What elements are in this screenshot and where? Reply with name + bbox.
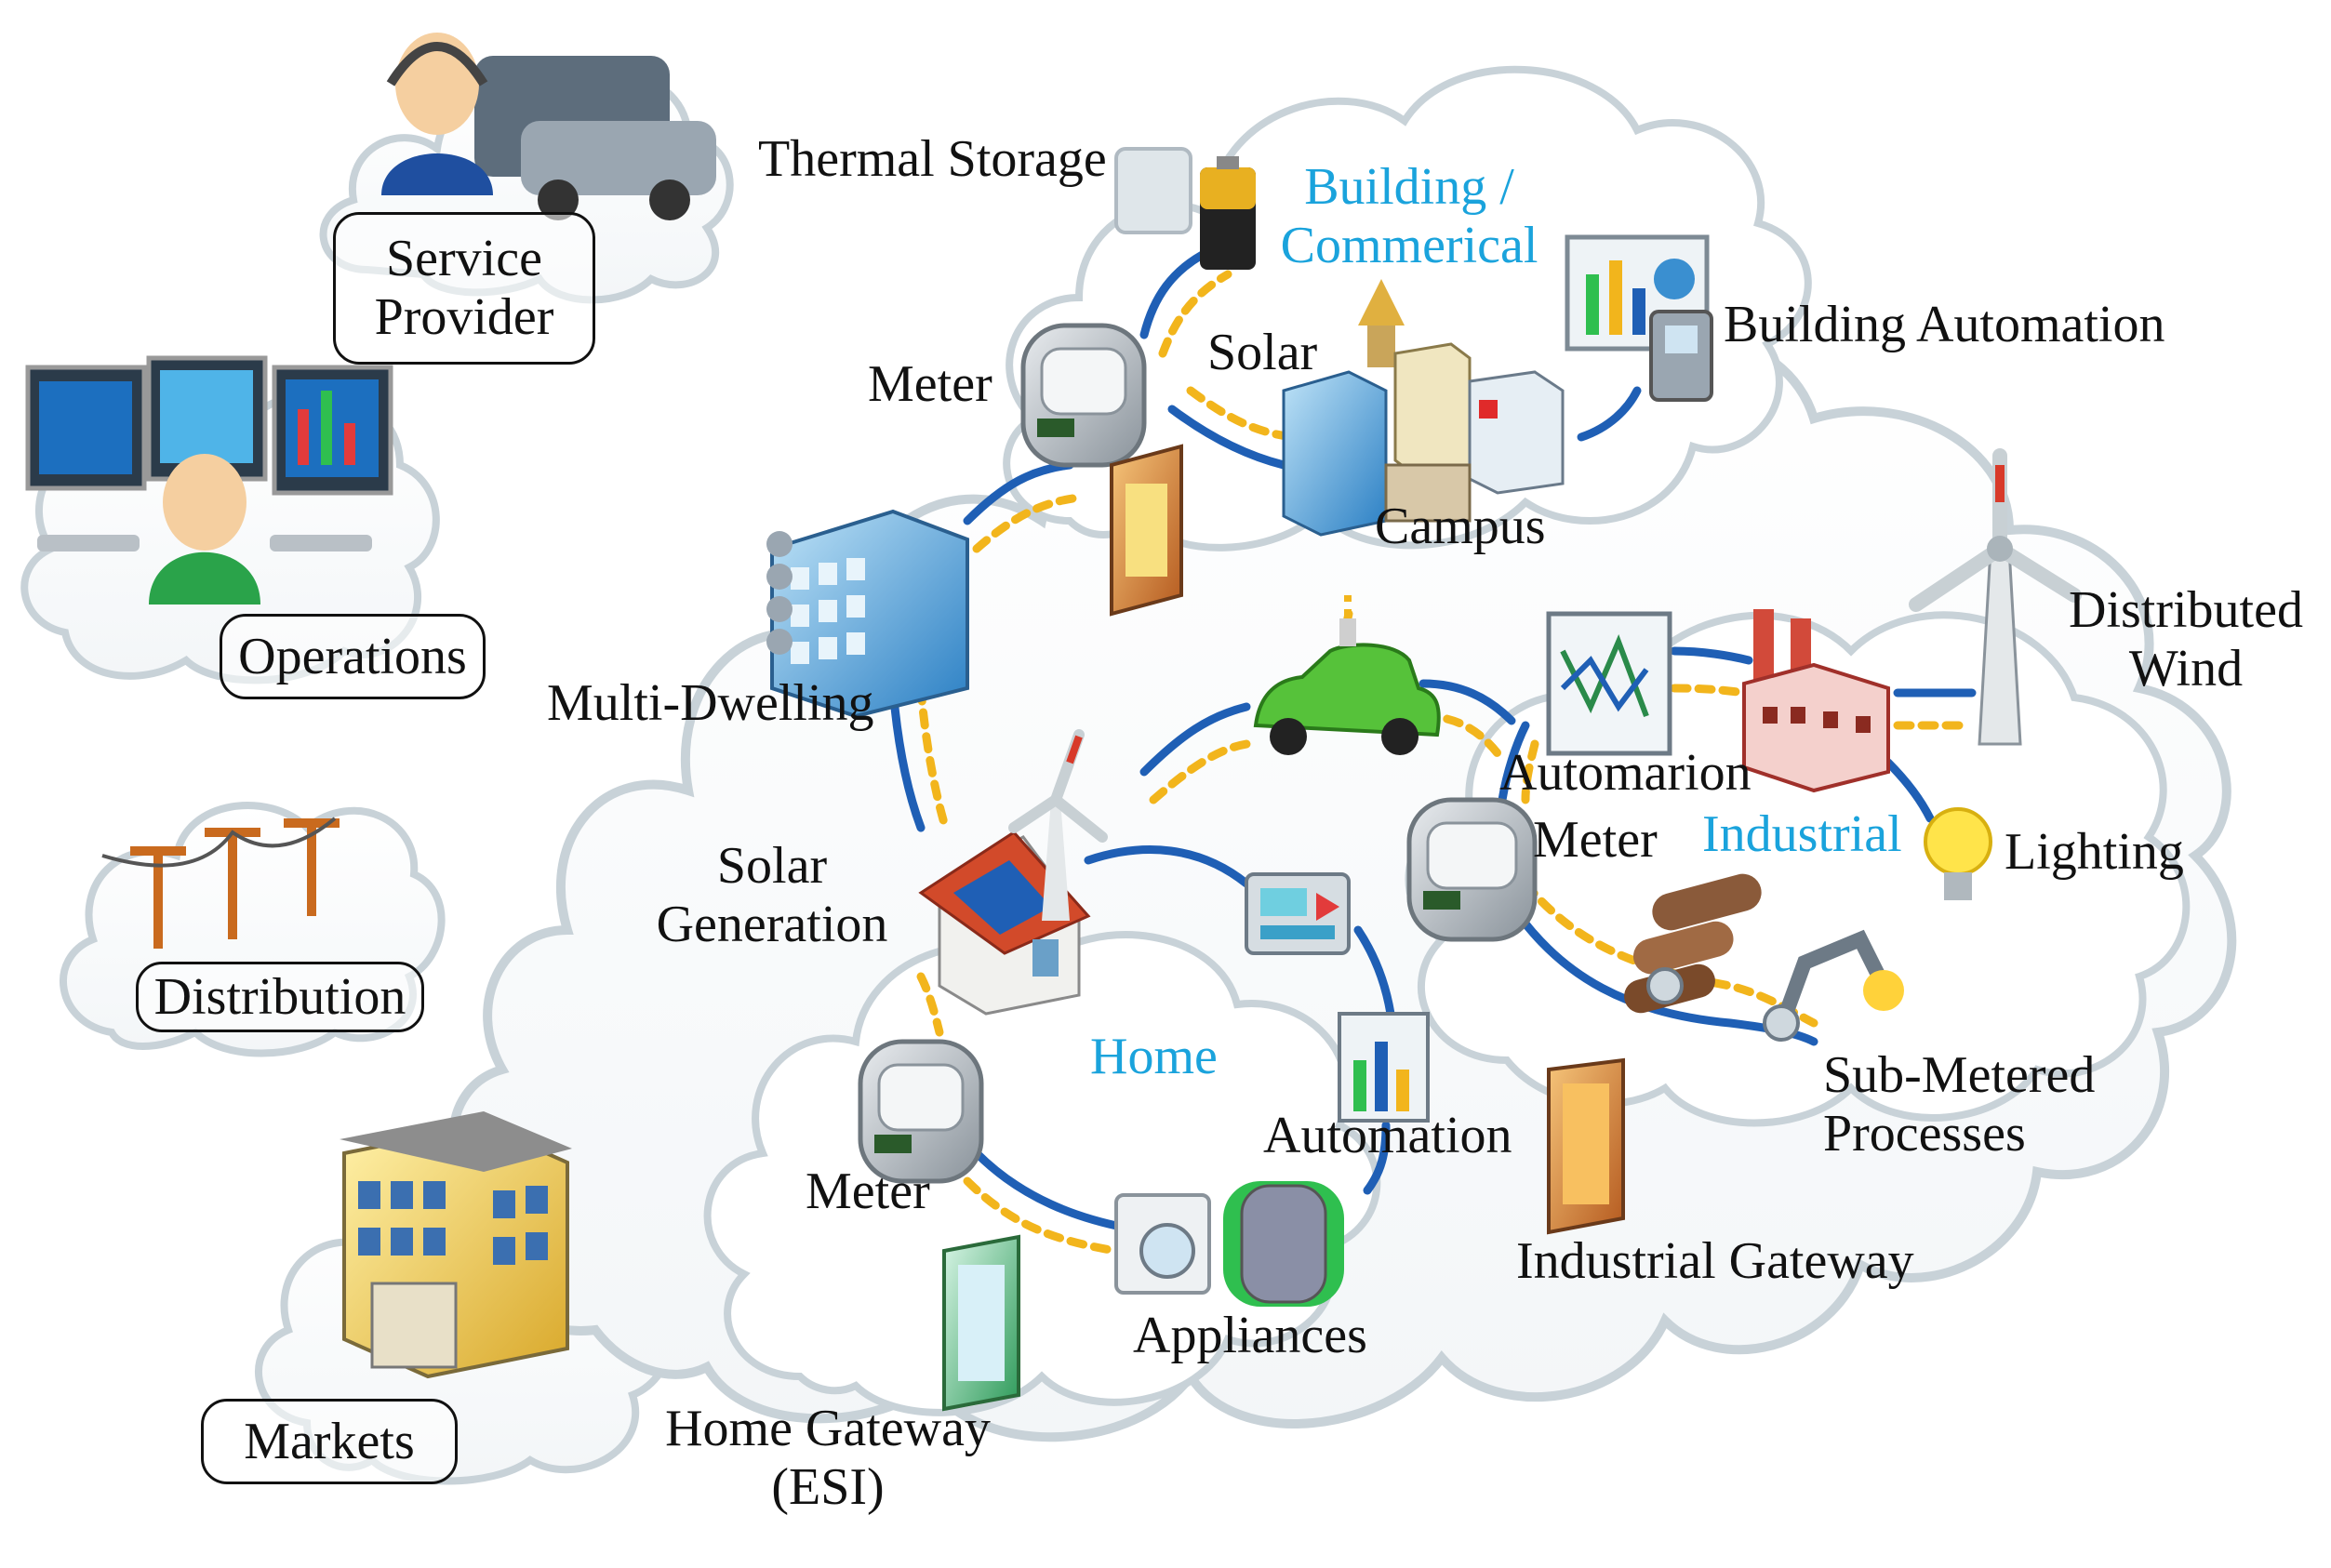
service-provider-box: Service Provider	[333, 212, 595, 365]
meter-industrial-icon	[1406, 797, 1538, 942]
home-gateway-door-icon	[942, 1234, 1020, 1412]
multi-dwelling-icon	[766, 509, 969, 719]
electric-vehicle-icon	[1253, 595, 1441, 755]
campus-buildings-icon	[1282, 279, 1565, 537]
solar-generation-line1: Solar	[716, 837, 828, 895]
sub-metered-processes-icon	[1624, 873, 1904, 1042]
thermal-storage-label: Thermal Storage	[758, 130, 1107, 188]
home-control-panel-icon	[1245, 872, 1351, 955]
building-domain-line1: Building /	[1304, 158, 1514, 216]
building-automation-icon	[1565, 234, 1713, 402]
appliances-label: Appliances	[1133, 1307, 1367, 1364]
sub-metered-processes-label: Sub-Metered Processes	[1823, 1046, 2095, 1163]
solar-generation-line2: Generation	[656, 895, 888, 953]
home-gateway-label: Home Gateway (ESI)	[642, 1400, 1014, 1516]
lighting-label: Lighting	[2005, 823, 2184, 881]
distributed-wind-line1: Distributed	[2069, 581, 2303, 639]
solar-generation-label: Solar Generation	[637, 837, 907, 953]
meter-home-icon	[858, 1039, 984, 1184]
multi-dwelling-label: Multi-Dwelling	[547, 674, 874, 732]
lighting-bulb-icon	[1924, 807, 1992, 900]
home-wind-turbine-icon	[1008, 729, 1108, 921]
industrial-domain-label: Industrial	[1702, 805, 1902, 863]
home-domain-label: Home	[1090, 1028, 1218, 1085]
solar-building-label: Solar	[1207, 324, 1318, 381]
markets-building-icon	[340, 1111, 572, 1379]
distribution-label: Distribution	[153, 967, 406, 1026]
building-automation-label: Building Automation	[1724, 296, 2165, 353]
service-provider-icon	[381, 33, 716, 220]
home-automation-label: Automation	[1263, 1107, 1512, 1164]
industrial-gateway-door-icon	[1547, 1057, 1625, 1235]
campus-label: Campus	[1375, 498, 1546, 555]
sub-metered-line1: Sub-Metered	[1823, 1046, 2096, 1104]
markets-box: Markets	[201, 1399, 458, 1484]
solar-generation-house-icon	[918, 831, 1091, 1016]
distributed-wind-turbine-icon	[1909, 448, 2082, 746]
markets-label: Markets	[244, 1412, 415, 1470]
service-provider-label-line2: Provider	[374, 288, 554, 346]
meter-building-icon	[1020, 323, 1147, 468]
operations-box: Operations	[220, 614, 486, 699]
distributed-wind-label: Distributed Wind	[2056, 581, 2316, 698]
industrial-automation-chart-icon	[1546, 611, 1672, 756]
building-gateway-door-icon	[1110, 444, 1183, 617]
operations-icon	[25, 355, 393, 605]
building-domain-line2: Commerical	[1280, 216, 1538, 274]
meter-building-label: Meter	[868, 355, 992, 413]
thermal-storage-battery-icon	[1114, 147, 1256, 270]
distributed-wind-line2: Wind	[2128, 639, 2244, 698]
appliances-icon	[1114, 1181, 1344, 1307]
meter-home-label: Meter	[806, 1163, 930, 1220]
distribution-box: Distribution	[136, 962, 424, 1032]
operations-label: Operations	[238, 627, 467, 685]
meter-industrial-label: Meter	[1533, 811, 1658, 869]
distribution-poles-icon	[101, 817, 340, 949]
factory-icon	[1742, 609, 1890, 793]
home-gateway-line1: Home Gateway	[665, 1400, 991, 1457]
sub-metered-line2: Processes	[1823, 1104, 2026, 1163]
home-gateway-line2: (ESI)	[771, 1457, 885, 1516]
industrial-automation-label: Automarion	[1499, 744, 1752, 802]
industrial-gateway-label: Industrial Gateway	[1516, 1232, 1914, 1290]
service-provider-label-line1: Service	[386, 230, 542, 288]
building-commercial-domain-label: Building / Commerical	[1270, 158, 1549, 274]
home-automation-chart-icon	[1338, 1012, 1430, 1123]
